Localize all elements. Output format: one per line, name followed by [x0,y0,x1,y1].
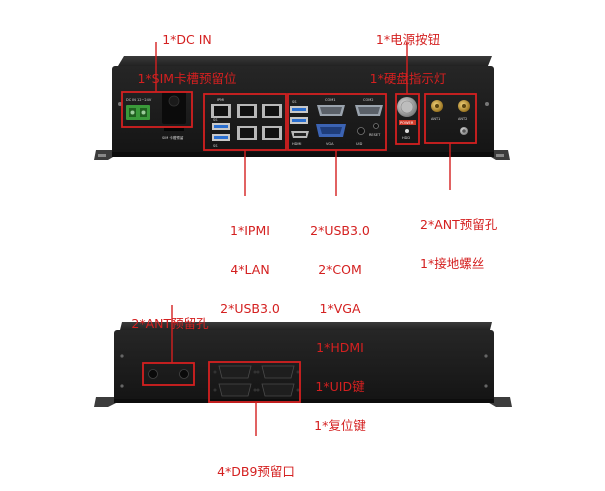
db9-knockout [256,365,300,379]
callout-rear-ant: 2*ANT预留孔 [120,291,220,343]
antenna-hole [179,369,189,379]
callout-usb-com-vga: 2*USB3.0 2*COM 1*VGA 1*HDMI 1*UID键 1*复位键 [300,198,380,445]
com-port [355,105,383,116]
callout-ant-ground: 2*ANT预留孔 1*接地螺丝 [420,192,520,283]
db9-knockout [256,383,300,397]
callout-line: 1*DC IN [162,32,212,47]
rear-left-foot [94,397,120,407]
screw [120,384,124,388]
power-hdd-block: POWER HDD [397,97,417,140]
callout-line: 2*ANT预留孔 [420,217,498,232]
callout-ipmi-lan-usb: 1*IPMI 4*LAN 2*USB3.0 [210,198,290,328]
device-diagram: DC IN 12~24V SIM 卡槽预留 IPMI SS SS SS C [94,42,512,436]
usb-port [212,134,230,141]
callout-line: 1*接地螺丝 [420,256,485,271]
callout-line: 1*硬盘指示灯 [369,71,447,86]
ss-left-top-print: SS [213,118,218,122]
com-port [317,105,345,116]
chassis-top [118,56,492,66]
ipmi-lan-usb-ports: IPMI SS SS [211,98,282,148]
ant1-print: ANT1 [431,117,440,121]
rj45-port [262,126,282,140]
callout-line: 1*UID键 [315,379,365,394]
dc-in-print: DC IN 12~24V [126,98,152,102]
screw [120,354,124,358]
foot-slot [98,154,106,157]
rj45-port [237,126,257,140]
screw [484,384,488,388]
rj45-port [237,104,257,118]
ss-left-bottom-print: SS [213,144,218,148]
usb-port [290,117,308,124]
callout-box-rear-ant [142,362,195,386]
callout-line: 1*电源按钮 [375,32,441,47]
screw [484,354,488,358]
callout-box-db9 [208,361,301,403]
callout-line: 1*复位键 [314,418,366,433]
callout-line: 2*COM [318,262,362,277]
usb-port [290,106,308,113]
vga-print: VGA [326,142,334,146]
hdmi-port [291,131,309,138]
antenna-hole [148,369,158,379]
callout-line: 2*USB3.0 [310,223,370,238]
hdd-led [405,129,409,133]
sim-slot: SIM 卡槽预留 [162,92,186,140]
reset-print: RESET [369,133,381,137]
screw [485,102,489,106]
rj45-port [262,104,282,118]
vga-port [316,124,346,137]
ant2-print: ANT2 [458,117,467,121]
callout-line: 2*USB3.0 [220,301,280,316]
hdd-print: HDD [402,136,410,140]
callout-line: 1*VGA [319,301,361,316]
com2-print: COM2 [363,98,373,102]
callout-line: 1*IPMI [230,223,270,238]
callout-box-usb-com [287,93,387,151]
dc-in-terminal: DC IN 12~24V [126,98,152,120]
callout-box-dc-sim [121,91,193,128]
foot-slot [496,154,504,157]
callout-power-hdd: 1*电源按钮 1*硬盘指示灯 [360,7,456,98]
callout-line: 4*DB9预留口 [217,464,295,479]
callout-db9: 4*DB9预留口 [206,439,306,491]
ss-right-print: SS [292,100,297,104]
rear-chassis-top [120,322,492,330]
db9-knockout [213,365,257,379]
antenna-block: ANT1 ANT2 [431,100,470,135]
rj45-port [211,104,231,118]
reset-button [373,123,379,129]
callout-line: 2*ANT预留孔 [131,316,209,331]
rear-antenna-holes [148,369,189,379]
com1-print: COM1 [325,98,335,102]
db9-knockout [213,383,257,397]
callout-line: 4*LAN [230,262,270,277]
hdmi-print: HDMI [292,142,301,146]
uid-button [357,127,365,135]
sim-slot-print: SIM 卡槽预留 [162,135,184,140]
io-ports-right: SS COM1 COM2 HDMI VGA UID RESET [290,98,383,146]
ipmi-print: IPMI [217,98,224,102]
screw [118,102,122,106]
callout-line: 1*HDMI [316,340,364,355]
usb-port [212,123,230,130]
callout-dc-sim: 1*DC IN 1*SIM卡槽预留位 [112,7,262,98]
uid-print: UID [356,142,363,146]
db9-knockouts [213,365,300,397]
callout-line: 1*SIM卡槽预留位 [137,71,237,86]
power-print: POWER [400,121,414,125]
